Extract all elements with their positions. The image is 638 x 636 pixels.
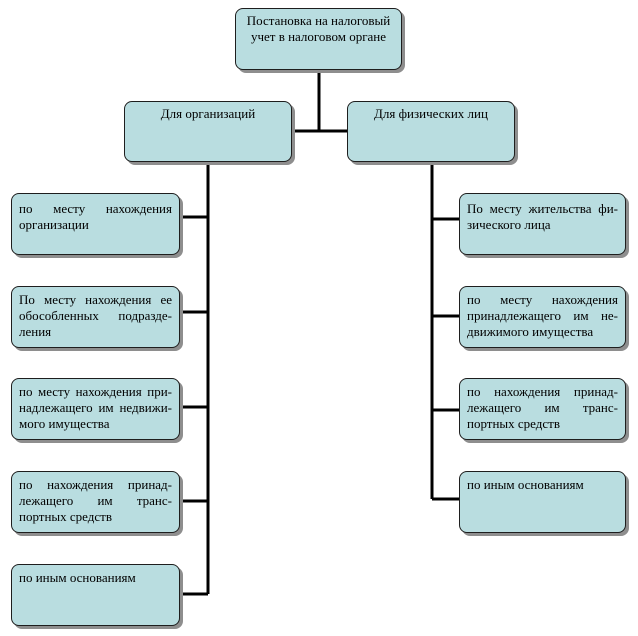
org-item-4: по нахождения принад-лежащего им транс-п…: [11, 471, 180, 533]
org-item-2: По месту нахождения ее обособленных подр…: [11, 286, 180, 348]
ind-item-label: по нахождения принад-лежащего им транс-п…: [467, 384, 618, 431]
ind-item-4: по иным основаниям: [459, 471, 626, 533]
branch-organizations: Для организаций: [124, 101, 292, 162]
branch-individuals-label: Для физических лиц: [374, 106, 488, 121]
org-item-label: по нахождения принад-лежащего им транс-п…: [19, 477, 172, 524]
org-item-5: по иным основаниям: [11, 564, 180, 626]
ind-item-1: По месту жительства фи-зического лица: [459, 193, 626, 255]
org-item-1: по месту нахождения организации: [11, 193, 180, 255]
root-node-label: Постановка на налоговый учет в налоговом…: [246, 13, 391, 44]
ind-item-label: по иным основаниям: [467, 477, 584, 492]
org-item-label: По месту нахождения ее обособленных подр…: [19, 292, 172, 339]
ind-item-label: по месту нахождения принадлежащего им не…: [467, 292, 618, 339]
root-node: Постановка на налоговый учет в налоговом…: [235, 8, 402, 70]
ind-item-label: По месту жительства фи-зического лица: [467, 201, 618, 232]
org-item-label: по иным основаниям: [19, 570, 136, 585]
ind-item-2: по месту нахождения принадлежащего им не…: [459, 286, 626, 348]
org-item-label: по месту нахождения организации: [19, 201, 172, 232]
org-item-3: по месту нахождения при-надлежащего им н…: [11, 378, 180, 440]
ind-item-3: по нахождения принад-лежащего им транс-п…: [459, 378, 626, 440]
branch-organizations-label: Для организаций: [160, 106, 256, 121]
org-item-label: по месту нахождения при-надлежащего им н…: [19, 384, 172, 431]
branch-individuals: Для физических лиц: [347, 101, 515, 162]
